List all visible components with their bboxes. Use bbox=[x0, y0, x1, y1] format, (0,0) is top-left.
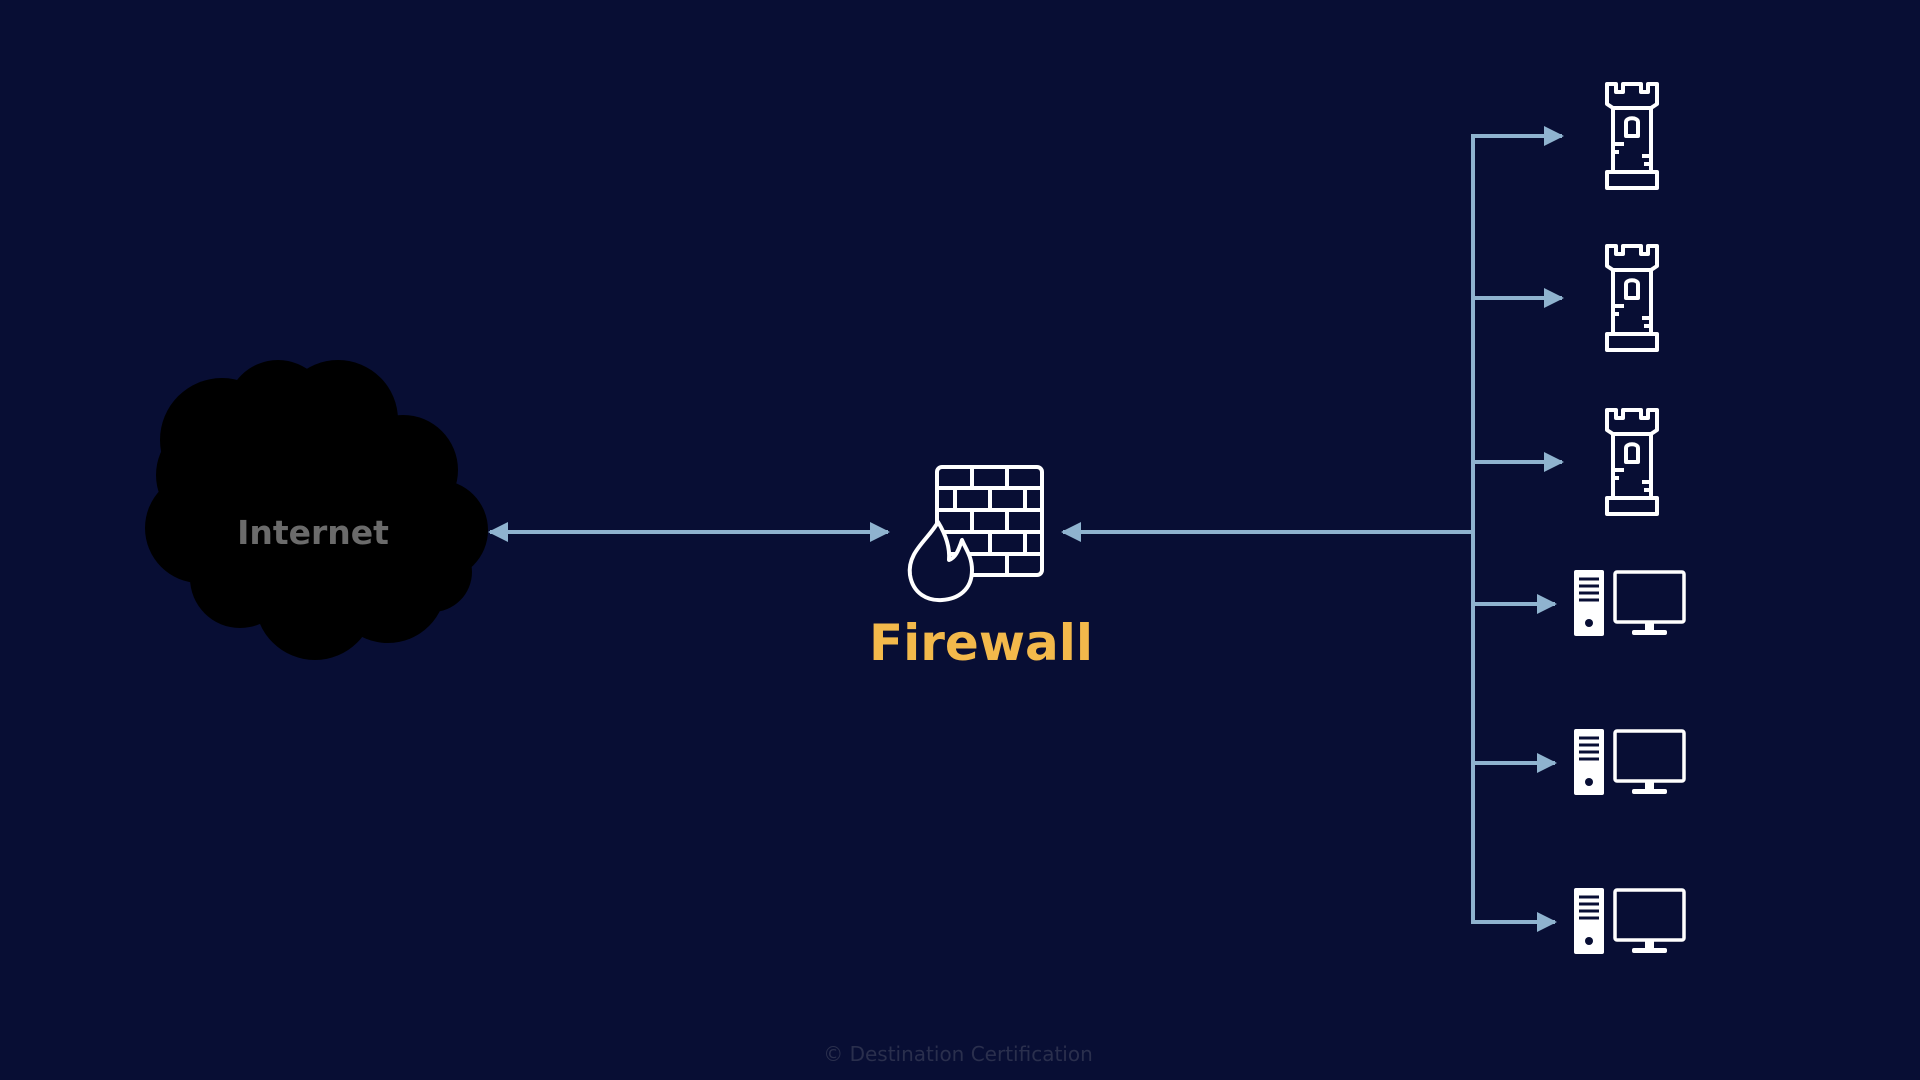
server-tower-icon bbox=[1605, 82, 1659, 190]
desktop-computer-icon bbox=[1574, 570, 1686, 636]
cloud-shape bbox=[145, 360, 488, 660]
desktop-computer-icon bbox=[1574, 729, 1686, 795]
lan-branches bbox=[1471, 126, 1564, 932]
internet-cloud: Internet bbox=[145, 360, 488, 660]
server-tower-icon bbox=[1605, 244, 1659, 352]
internet-label: Internet bbox=[237, 513, 389, 552]
copyright-footer: © Destination Certification bbox=[823, 1042, 1093, 1066]
firewall-label: Firewall bbox=[869, 614, 1093, 672]
desktop-computer-icon bbox=[1574, 888, 1686, 954]
firewall: Firewall bbox=[869, 465, 1093, 672]
firewall-icon bbox=[907, 465, 1044, 603]
server-tower-icon bbox=[1605, 408, 1659, 516]
